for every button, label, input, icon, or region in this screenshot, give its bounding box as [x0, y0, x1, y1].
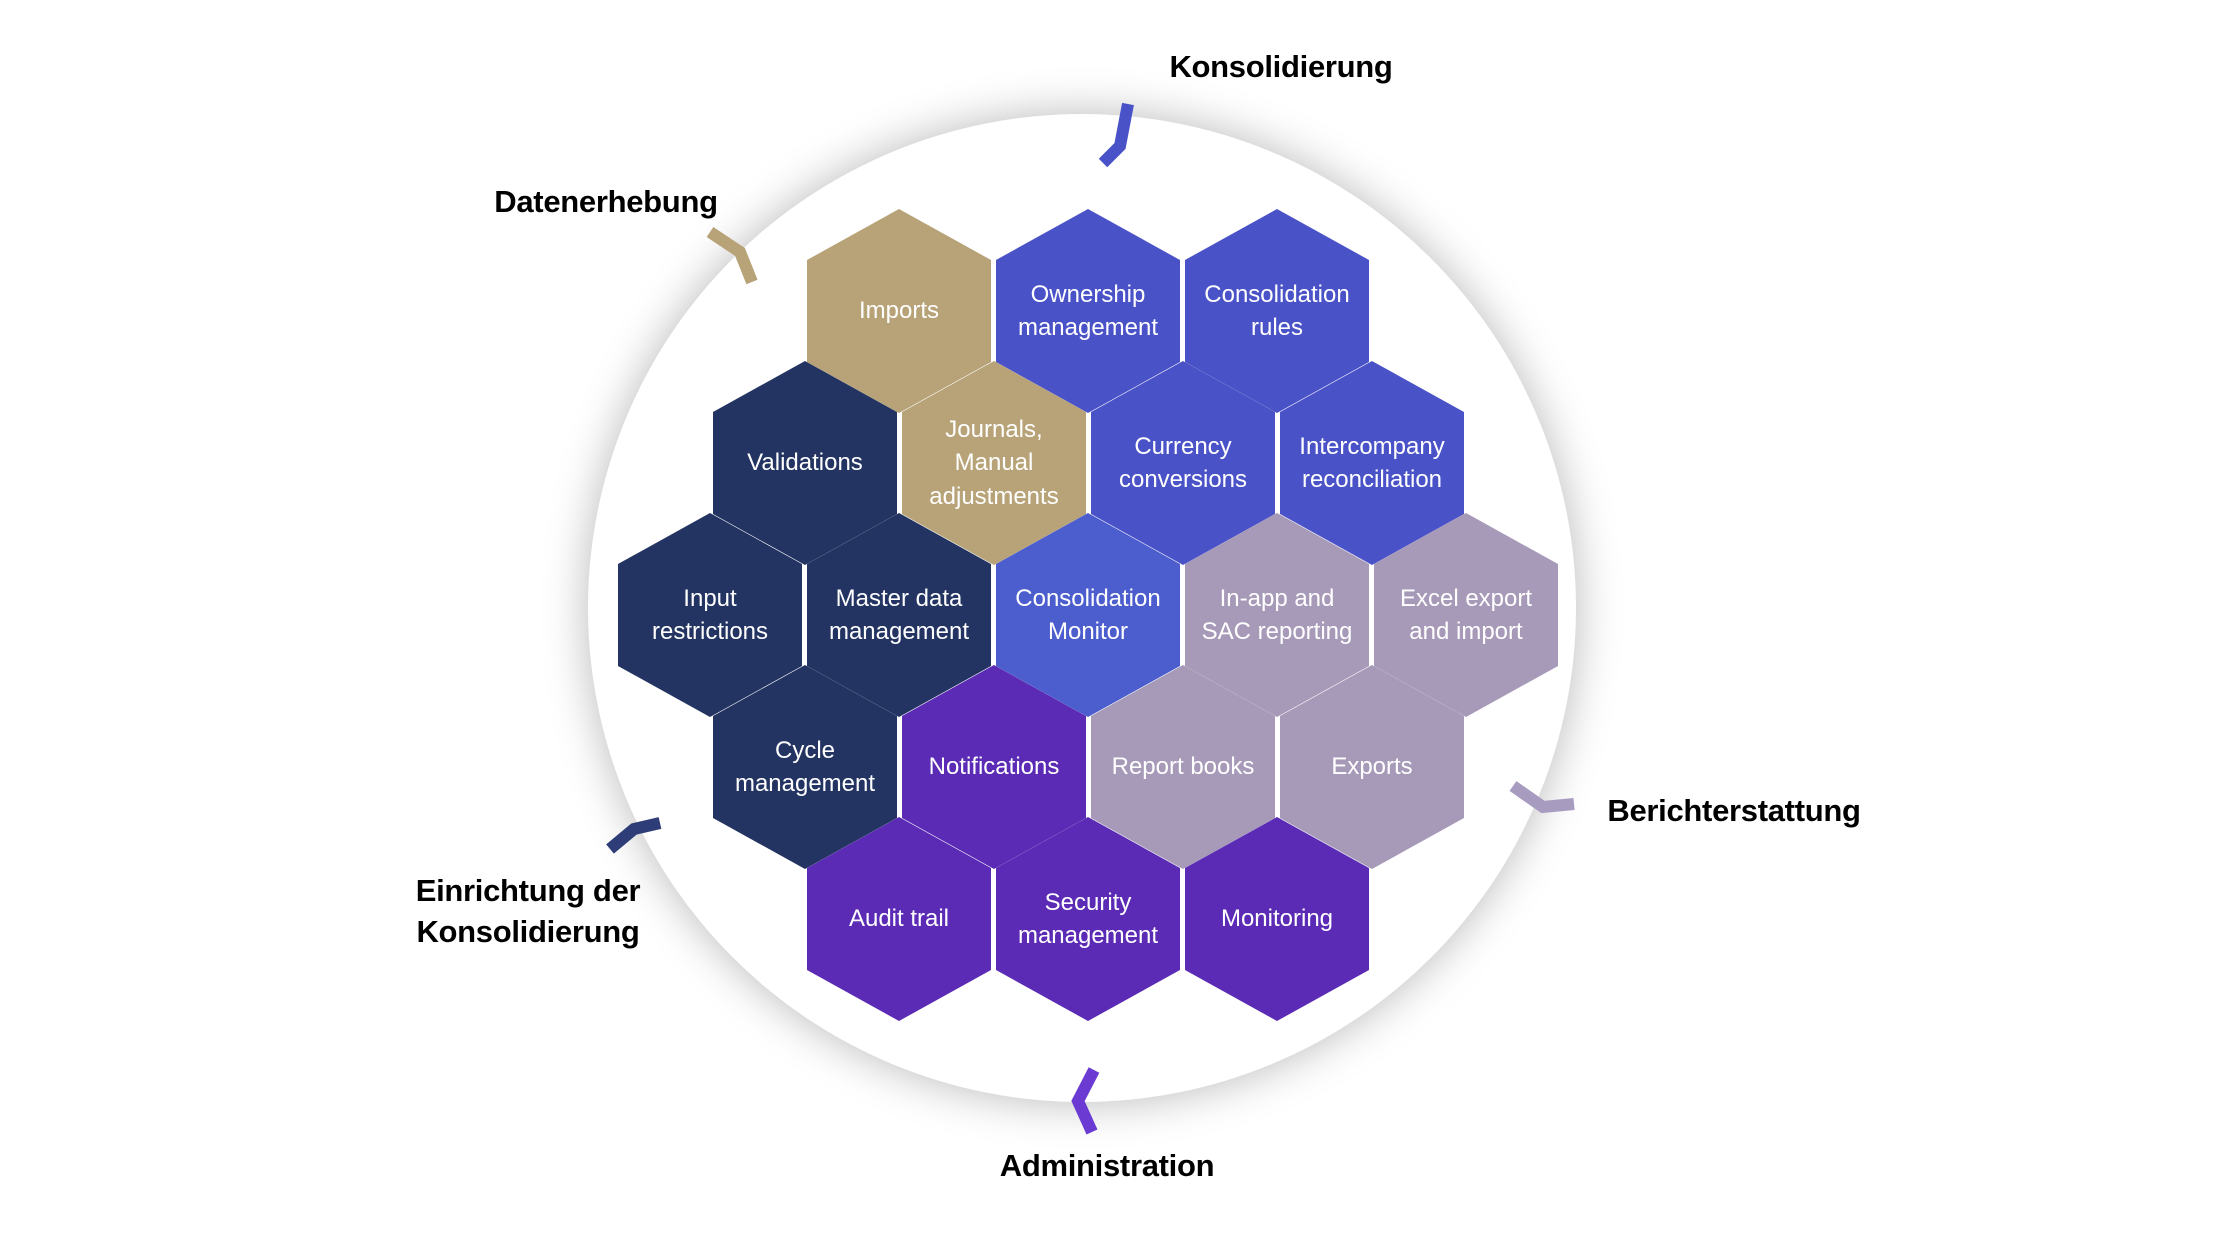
- hex-label: Security management: [1017, 888, 1159, 949]
- hex-input-restrictions: Input restrictions: [618, 513, 802, 717]
- hex-label: Excel export and import: [1399, 584, 1533, 645]
- hex-label: Input restrictions: [651, 584, 769, 645]
- hex-label: Consolidation rules: [1204, 280, 1350, 341]
- hex-label: Exports: [1331, 753, 1413, 781]
- hex-label: Journals, Manual adjustments: [929, 416, 1059, 510]
- hex-label: Currency conversions: [1118, 432, 1248, 493]
- hex-label: Cycle management: [734, 736, 876, 797]
- hex-label: Validations: [747, 449, 863, 477]
- hex-cycle-management: Cycle management: [713, 665, 897, 869]
- hex-master-data-management: Master data management: [807, 513, 991, 717]
- hex-label: Consolidation Monitor: [1015, 584, 1161, 645]
- category-label-administration: Administration: [999, 1148, 1215, 1183]
- hex-imports: Imports: [807, 209, 991, 413]
- hex-label: Master data management: [828, 584, 970, 645]
- category-label-einrichtung-der-konsolidierung: Einrichtung der Konsolidierung: [415, 873, 641, 949]
- hex-label: Notifications: [928, 753, 1060, 781]
- hex-label: Monitoring: [1220, 905, 1334, 933]
- hex-label: In-app and SAC reporting: [1201, 584, 1353, 645]
- category-label-datenerhebung: Datenerhebung: [494, 184, 718, 219]
- hex-audit-trail: Audit trail: [807, 817, 991, 1021]
- category-label-berichterstattung: Berichterstattung: [1607, 793, 1861, 828]
- hex-validations: Validations: [713, 361, 897, 565]
- hex-label: Ownership management: [1017, 280, 1159, 341]
- hex-label: Report books: [1111, 753, 1255, 781]
- hex-label: Audit trail: [848, 905, 950, 933]
- hex-label: Imports: [858, 297, 939, 325]
- category-label-konsolidierung: Konsolidierung: [1169, 49, 1393, 84]
- hex-label: Intercompany reconciliation: [1299, 432, 1445, 493]
